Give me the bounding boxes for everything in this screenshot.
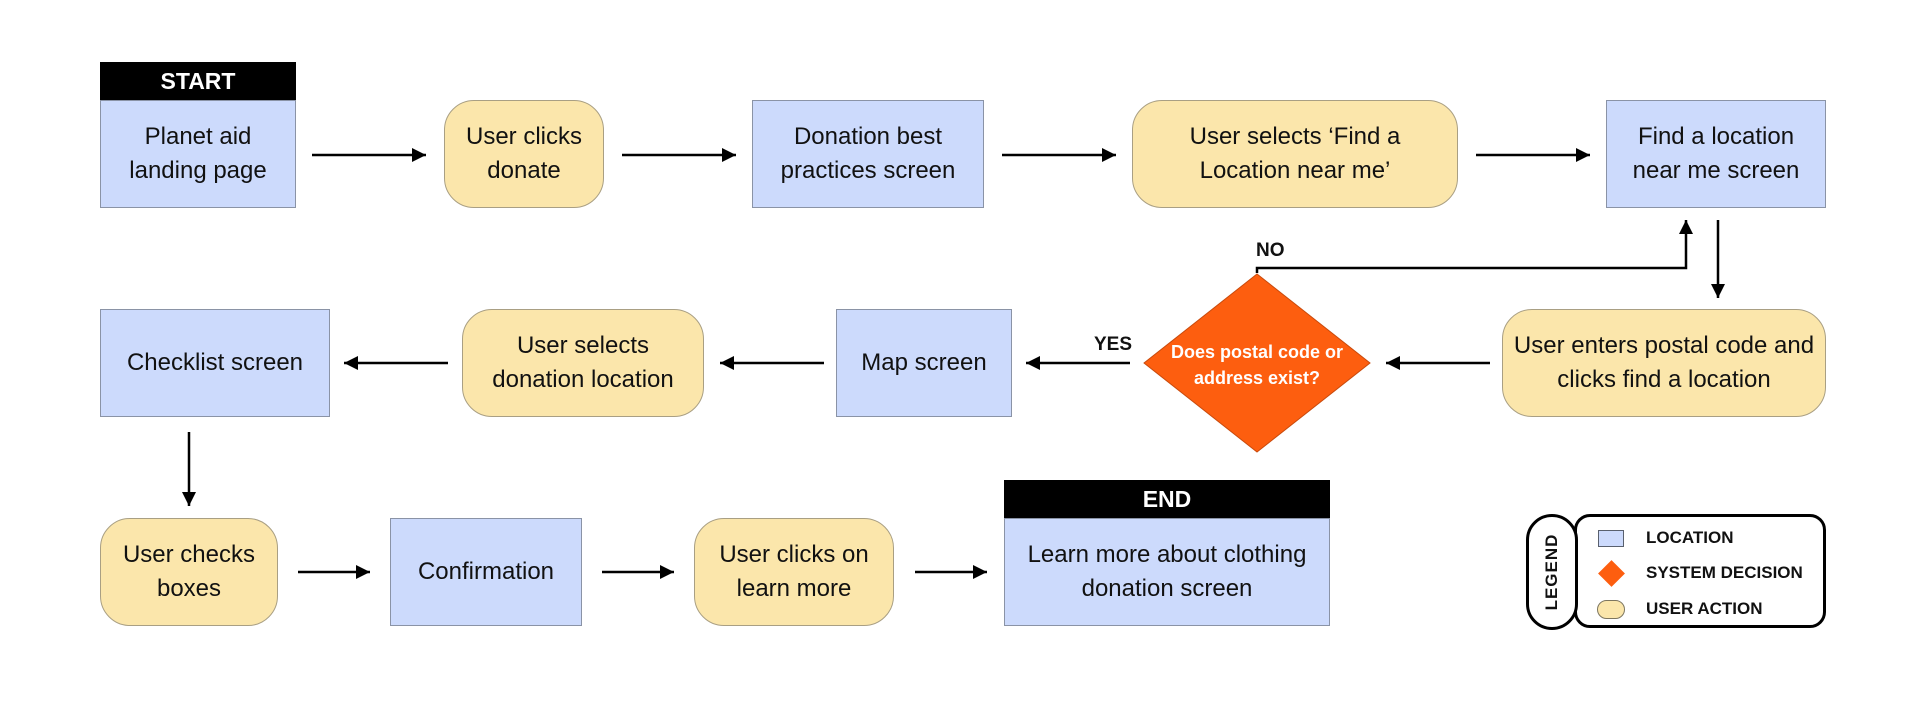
legend-item-label: LOCATION <box>1646 528 1734 547</box>
node-find-location-screen: Find a location near me screen <box>1606 100 1826 208</box>
legend-item-user-action: USER ACTION <box>1596 591 1816 627</box>
start-header: START <box>100 62 296 100</box>
node-user-selects-donation-location: User selects donation location <box>462 309 704 417</box>
end-header: END <box>1004 480 1330 518</box>
node-best-practices-screen: Donation best practices screen <box>752 100 984 208</box>
node-user-clicks-learn-more: User clicks on learn more <box>694 518 894 626</box>
node-learn-more-screen: Learn more about clothing donation scree… <box>1004 518 1330 626</box>
node-user-checks-boxes: User checks boxes <box>100 518 278 626</box>
node-user-selects-find-location: User selects ‘Find a Location near me’ <box>1132 100 1458 208</box>
node-user-clicks-donate: User clicks donate <box>444 100 604 208</box>
node-landing-page: Planet aid landing page <box>100 100 296 208</box>
legend-tab <box>1526 514 1578 630</box>
node-map-screen: Map screen <box>836 309 1012 417</box>
branch-label-no: NO <box>1256 240 1285 261</box>
legend-item-location: LOCATION <box>1596 520 1816 556</box>
legend-item-system-decision: SYSTEM DECISION <box>1596 555 1816 591</box>
location-swatch-icon <box>1596 528 1626 548</box>
user-action-swatch-icon <box>1596 599 1626 619</box>
node-checklist-screen: Checklist screen <box>100 309 330 417</box>
arrow-decision-no-to-find-screen <box>1255 220 1693 273</box>
branch-label-yes: YES <box>1094 334 1133 355</box>
node-confirmation: Confirmation <box>390 518 582 626</box>
legend-item-label: USER ACTION <box>1646 599 1763 618</box>
decision-diamond <box>1143 273 1371 453</box>
decision-swatch-icon <box>1596 559 1626 587</box>
legend-item-label: SYSTEM DECISION <box>1646 563 1803 582</box>
decision-text: Does postal code or address exist? <box>1170 342 1344 388</box>
node-user-enters-postal-code: User enters postal code and clicks find … <box>1502 309 1826 417</box>
legend-title: LEGEND <box>1542 533 1561 611</box>
